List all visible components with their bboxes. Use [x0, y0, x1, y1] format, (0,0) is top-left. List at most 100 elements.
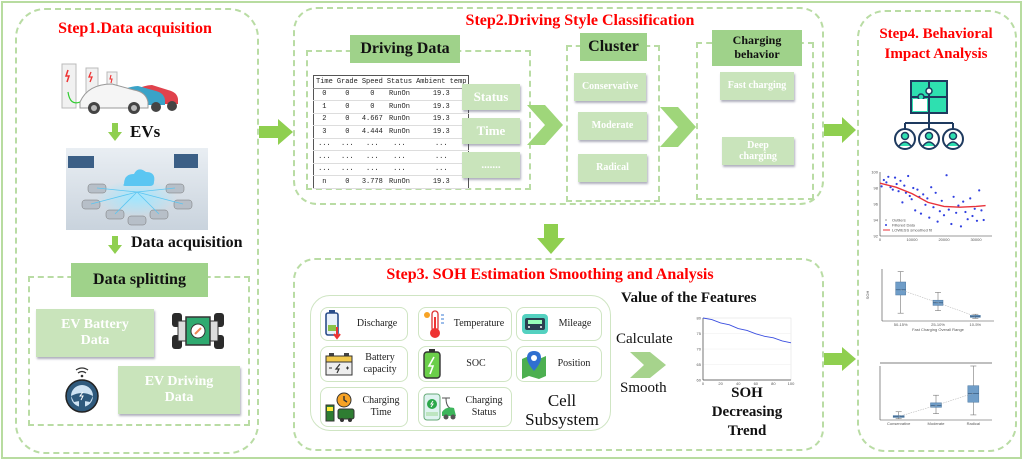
scatter-point: [928, 216, 931, 219]
y-tick-label: 96: [874, 202, 879, 207]
scatter-point: [947, 208, 950, 211]
legend-label: Outliers: [892, 217, 906, 222]
scatter-point: [882, 178, 885, 182]
scatter-point: [887, 175, 890, 178]
step1-title: Step1.Data acquisition: [58, 20, 212, 37]
column-header: Status: [384, 75, 415, 89]
scatter-point: [910, 198, 913, 201]
odometer-icon: [520, 311, 550, 337]
y-tick-label: 70: [697, 347, 702, 352]
feature-label: SOC: [466, 358, 486, 369]
x-tick-label: Conservative: [887, 421, 911, 426]
y-tick-label: 80: [697, 316, 702, 321]
step2-title: Step2.Driving Style Classification: [465, 12, 695, 29]
box-iqr: [895, 281, 906, 296]
trend-connector: [900, 289, 939, 304]
scatter-point: [897, 190, 900, 193]
x-tick-label: 10-5%: [970, 322, 982, 327]
cluster-conservative-button[interactable]: Conservative: [574, 73, 646, 101]
feature-label: Charging Status: [465, 395, 503, 418]
scatter-point: [980, 209, 983, 212]
calculate-label: Calculate: [616, 331, 673, 347]
puzzle-team-icon: [894, 80, 964, 150]
table-cell: 4.444: [359, 125, 385, 139]
scatter-point: [966, 218, 969, 221]
chevron-right-icon: [527, 105, 563, 145]
step4-title: Step4. Behavioral Impact Analysis: [879, 26, 993, 62]
table-row: ...............: [313, 150, 469, 164]
scatter-point: [959, 225, 963, 228]
scatter-point: [957, 204, 960, 207]
y-tick-label: 100: [871, 170, 878, 175]
table-cell: 0: [359, 88, 385, 101]
lowess-fit-line: [879, 182, 986, 208]
feature-status-button[interactable]: Status: [462, 84, 520, 110]
table-cell: ...: [359, 150, 385, 164]
scatter-point: [904, 191, 908, 194]
cluster-header: Cluster: [580, 33, 647, 61]
data-acquisition-label: Data acquisition: [131, 234, 243, 251]
step4-panel: [857, 10, 1017, 452]
ev-battery-data-button[interactable]: EV Battery Data: [36, 309, 154, 357]
scatter-point: [964, 210, 967, 214]
trend-connector: [935, 393, 974, 406]
battery-discharge-icon: [324, 309, 348, 340]
down-arrow-acquisition: [108, 236, 122, 254]
down-arrow-step2-to-step3: [537, 224, 565, 254]
cluster-radical-button[interactable]: Radical: [578, 154, 647, 182]
feature-time-button[interactable]: Time: [462, 118, 520, 144]
fast-charging-button[interactable]: Fast charging: [720, 72, 794, 100]
table-header-row: Time Grade Speed Status Ambient temp: [313, 75, 469, 89]
table-cell: ...: [334, 150, 360, 164]
smooth-label: Smooth: [620, 380, 667, 396]
feature-label: Mileage: [558, 318, 592, 329]
table-cell: ...: [359, 138, 385, 151]
value-of-features-label: Value of the Features: [621, 290, 757, 306]
steering-wheel-icon: [65, 367, 99, 413]
x-tick-label: 100: [788, 381, 795, 386]
white-car: [79, 83, 149, 109]
x-tick-label: 30000: [970, 237, 982, 242]
table-cell: 19.3: [414, 113, 469, 126]
x-tick-label: 40: [736, 381, 741, 386]
feature-card-charging-time: Charging Time: [320, 387, 408, 427]
table-row: ...............: [313, 163, 469, 176]
box-iqr: [930, 402, 942, 408]
ev-charging-illustration: [61, 63, 178, 114]
scatter-point: [982, 218, 985, 222]
table-cell: 19.3: [414, 175, 469, 189]
table-cell: RunOn: [384, 175, 415, 189]
table-cell: 3: [313, 125, 335, 139]
table-cell: 19.3: [414, 100, 469, 114]
cluster-moderate-button[interactable]: Moderate: [578, 112, 647, 140]
table-cell: ...: [313, 150, 335, 164]
feature-card-position: Position: [516, 346, 602, 382]
right-arrow-step1-to-step2: [259, 119, 293, 145]
scatter-point: [908, 194, 911, 198]
feature-card-soc: SOC: [418, 346, 512, 382]
table-cell: RunOn: [384, 100, 415, 114]
ev-driving-data-button[interactable]: EV Driving Data: [118, 366, 240, 414]
feature-label: Charging Time: [362, 395, 400, 418]
map-pin-icon: [520, 349, 548, 379]
legend-label: Filtered Data: [892, 222, 916, 227]
deep-charging-button[interactable]: Deep charging: [722, 137, 794, 165]
scatter-point: [885, 181, 888, 184]
scatter-point: [936, 220, 939, 223]
charging-status-icon: [422, 392, 458, 422]
scatter-point: [975, 219, 979, 222]
table-cell: RunOn: [384, 113, 415, 126]
x-axis-label: Fast Charging Overall Range: [912, 327, 965, 332]
legend-label: LOWESS smoothed fit: [892, 227, 933, 232]
chevron-right-icon: [630, 352, 666, 378]
scatter-point: [895, 182, 898, 186]
box-iqr: [967, 385, 980, 403]
scatter-point: [912, 186, 915, 190]
feature-more-button[interactable]: .......: [462, 152, 520, 178]
scatter-point: [962, 200, 965, 203]
y-tick-label: 75: [697, 331, 702, 336]
scatter-point: [919, 212, 923, 215]
